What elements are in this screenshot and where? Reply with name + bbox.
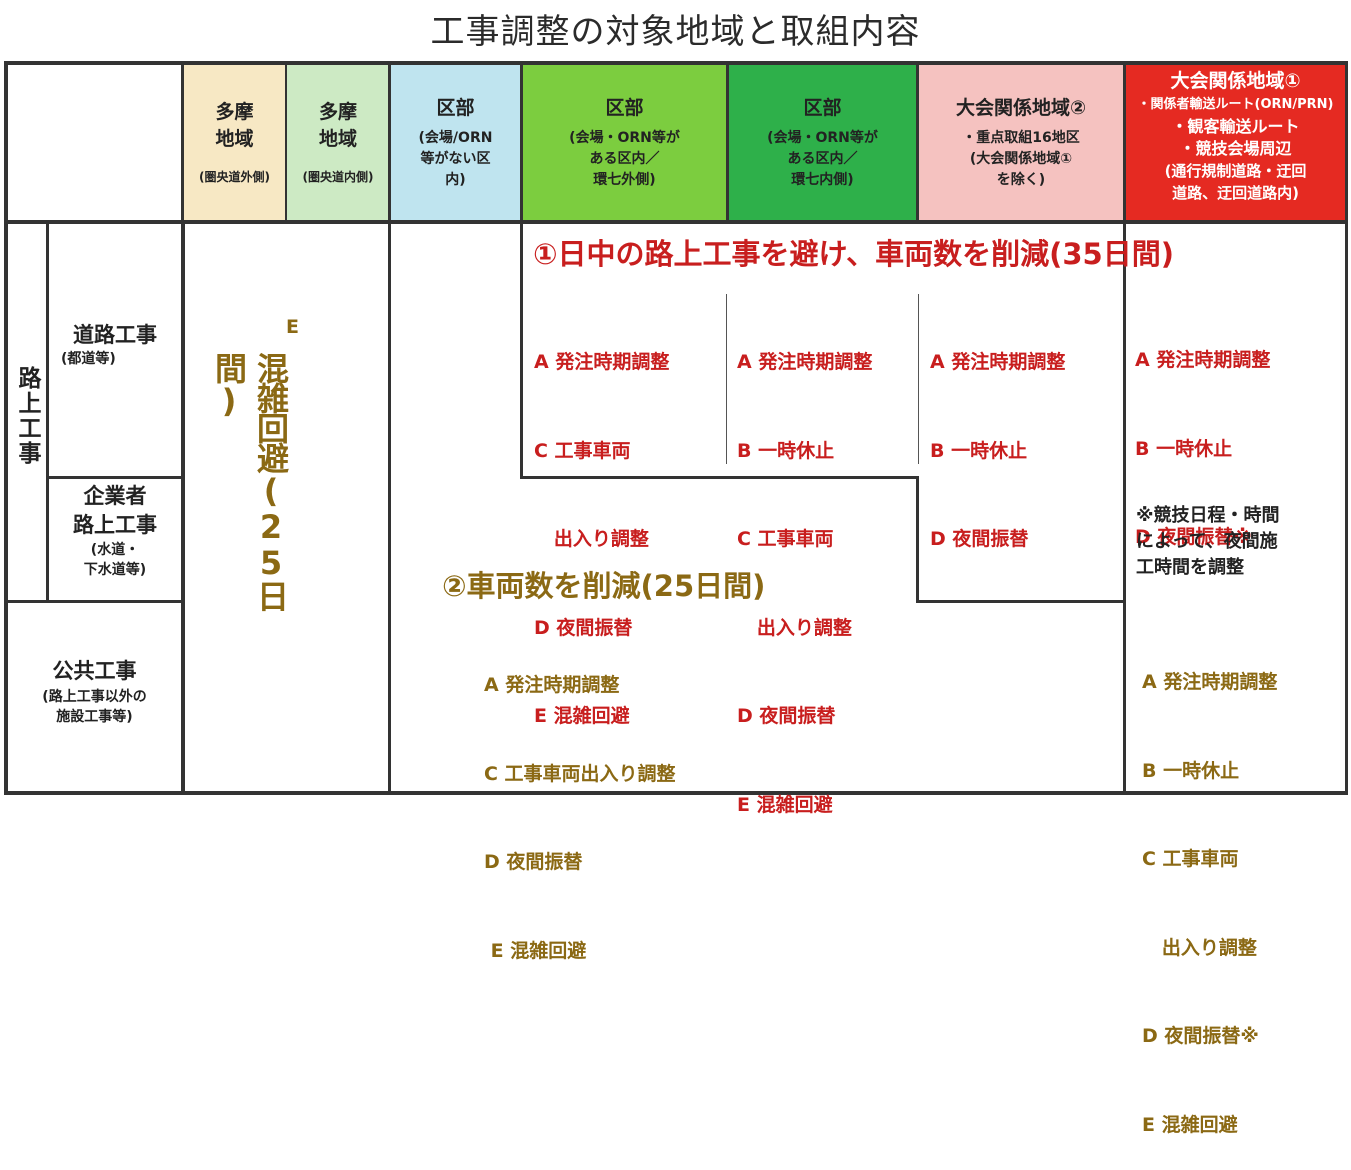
row-label-utility: 企業者 路上工事 (水道・ 下水道等) bbox=[49, 482, 181, 580]
list-item: C 工事車両出入り調整 bbox=[484, 762, 676, 785]
header-sub: ・重点取組16地区 (大会関係地域① を除く) bbox=[962, 130, 1080, 188]
list-item: E 混雑回避 bbox=[737, 793, 833, 816]
row-name: 公共工事 bbox=[52, 659, 137, 683]
list-item: A 発注時期調整 bbox=[484, 674, 620, 696]
header-ku-outer: 区部 (会場・ORN等が ある区内／ 環七外側) bbox=[522, 65, 727, 221]
list-item: C 工事車両 bbox=[534, 439, 631, 462]
row-label-road: 道路工事 (都道等) bbox=[49, 320, 181, 368]
header-name: 大会関係地域① bbox=[1170, 70, 1301, 92]
list-item: B 一時休止 bbox=[1135, 437, 1233, 460]
row-sub: (水道・ 下水道等) bbox=[83, 542, 147, 578]
border-left bbox=[4, 61, 8, 795]
header-name: 大会関係地域② bbox=[955, 97, 1087, 119]
header-item: 道路、迂回道路内) bbox=[1172, 184, 1299, 202]
list-item: B 一時休止 bbox=[737, 439, 835, 462]
section1-col6-list: A 発注時期調整 B 一時休止 D 夜間振替 bbox=[930, 289, 1065, 584]
section1-title: ①日中の路上工事を避け、車両数を削減(35日間) bbox=[533, 237, 1174, 271]
header-sub: (圏央道外側) bbox=[199, 169, 270, 184]
header-name: 区部 bbox=[605, 97, 644, 119]
section1-note: ※競技日程・時間 によって、夜間施 工時間を調整 bbox=[1136, 505, 1280, 578]
header-divider bbox=[4, 220, 1348, 224]
border-top bbox=[4, 61, 1348, 65]
list-item: B 一時休止 bbox=[930, 439, 1028, 462]
row-name: 企業者 路上工事 bbox=[73, 484, 157, 537]
header-name: 多摩 地域 bbox=[318, 100, 357, 150]
divider bbox=[520, 61, 523, 224]
row-label-road-works: 路上工事 bbox=[14, 366, 40, 466]
divider bbox=[181, 61, 184, 224]
header-games-area-2: 大会関係地域② ・重点取組16地区 (大会関係地域① を除く) bbox=[918, 65, 1124, 221]
divider bbox=[46, 224, 49, 601]
header-sub: (会場/ORN 等がない区 内) bbox=[418, 130, 493, 188]
divider bbox=[46, 476, 183, 479]
header-item: (通行規制道路・迂回 bbox=[1164, 162, 1307, 180]
header-ku-no-venue: 区部 (会場/ORN 等がない区 内) bbox=[390, 65, 521, 221]
list-item: B 一時休止 bbox=[1142, 759, 1240, 782]
section2-list: A 発注時期調整 C 工事車両出入り調整 D 夜間振替 E 混雑回避 bbox=[484, 612, 676, 996]
header-name: 区部 bbox=[436, 97, 475, 119]
list-item: 出入り調整 bbox=[737, 616, 852, 639]
list-item: D 夜間振替※ bbox=[1135, 526, 1252, 548]
divider bbox=[726, 294, 727, 464]
header-name: 多摩 地域 bbox=[215, 100, 254, 150]
list-item: E 混雑回避 bbox=[1142, 1113, 1238, 1136]
section1-col4-list: A 発注時期調整 C 工事車両 出入り調整 D 夜間振替 E 混雑回避 bbox=[534, 289, 669, 761]
header-tama-inner: 多摩 地域 (圏央道内側) bbox=[287, 65, 389, 221]
divider bbox=[1123, 61, 1126, 224]
header-sub: (会場・ORN等が ある区内／ 環七内側) bbox=[767, 130, 878, 188]
divider bbox=[183, 224, 185, 795]
divider bbox=[388, 61, 391, 224]
row-sub: (路上工事以外の 施設工事等) bbox=[42, 689, 147, 725]
divider bbox=[918, 294, 919, 464]
border-right bbox=[1345, 61, 1348, 795]
divider bbox=[4, 600, 183, 603]
divider bbox=[726, 61, 729, 224]
divider bbox=[388, 224, 391, 795]
divider bbox=[520, 476, 919, 479]
row-name: 道路工事 bbox=[73, 323, 157, 347]
list-item: C 工事車両 bbox=[1142, 848, 1239, 870]
list-item: E 混雑回避 bbox=[534, 705, 630, 727]
tama-congestion-avoidance: 混雑回避(25日間) bbox=[210, 352, 290, 610]
list-item: A 発注時期調整 bbox=[930, 351, 1066, 373]
list-item: 出入り調整 bbox=[534, 528, 649, 550]
list-item: A 発注時期調整 bbox=[1135, 349, 1271, 371]
list-item: D 夜間振替 bbox=[484, 851, 583, 873]
header-ku-inner: 区部 (会場・ORN等が ある区内／ 環七内側) bbox=[728, 65, 917, 221]
divider bbox=[1123, 224, 1126, 795]
section2-title: ②車両数を削減(25日間) bbox=[442, 569, 766, 603]
divider bbox=[285, 61, 287, 224]
section1-col7-list: A 発注時期調整 B 一時休止 D 夜間振替※ bbox=[1135, 287, 1270, 582]
list-item: A 発注時期調整 bbox=[534, 351, 670, 373]
divider bbox=[916, 61, 919, 224]
header-item: ・観客輸送ルート bbox=[1171, 117, 1300, 136]
header-item: ・関係者輸送ルート(ORN/PRN) bbox=[1137, 97, 1334, 112]
divider bbox=[916, 600, 1126, 603]
list-item: A 発注時期調整 bbox=[737, 351, 873, 373]
row-label-public: 公共工事 (路上工事以外の 施設工事等) bbox=[8, 655, 181, 727]
list-item: E 混雑回避 bbox=[484, 939, 587, 962]
list-item: C 工事車両 bbox=[737, 528, 834, 550]
list-item: 出入り調整 bbox=[1142, 936, 1257, 959]
header-sub: (圏央道内側) bbox=[302, 169, 374, 184]
divider bbox=[916, 476, 919, 602]
list-item: A 発注時期調整 bbox=[1142, 671, 1278, 693]
list-item: D 夜間振替 bbox=[534, 616, 633, 639]
list-item: D 夜間振替※ bbox=[1142, 1025, 1259, 1047]
row-sub: (都道等) bbox=[61, 351, 116, 367]
divider bbox=[520, 224, 523, 478]
header-tama-outer: 多摩 地域 (圏央道外側) bbox=[183, 65, 286, 221]
header-item: ・競技会場周辺 bbox=[1179, 139, 1292, 158]
section2-col7-list: A 発注時期調整 B 一時休止 C 工事車両 出入り調整 D 夜間振替※ E 混… bbox=[1142, 609, 1277, 1170]
list-item: D 夜間振替 bbox=[737, 705, 836, 727]
header-games-area-1: 大会関係地域① ・関係者輸送ルート(ORN/PRN) ・観客輸送ルート ・競技会… bbox=[1125, 65, 1346, 221]
list-item: D 夜間振替 bbox=[930, 528, 1029, 550]
header-name: 区部 bbox=[803, 97, 842, 119]
header-sub: (会場・ORN等が ある区内／ 環七外側) bbox=[569, 130, 680, 188]
page-title: 工事調整の対象地域と取組内容 bbox=[430, 12, 921, 52]
border-bottom bbox=[4, 791, 1348, 795]
tama-letter: E bbox=[286, 316, 299, 338]
